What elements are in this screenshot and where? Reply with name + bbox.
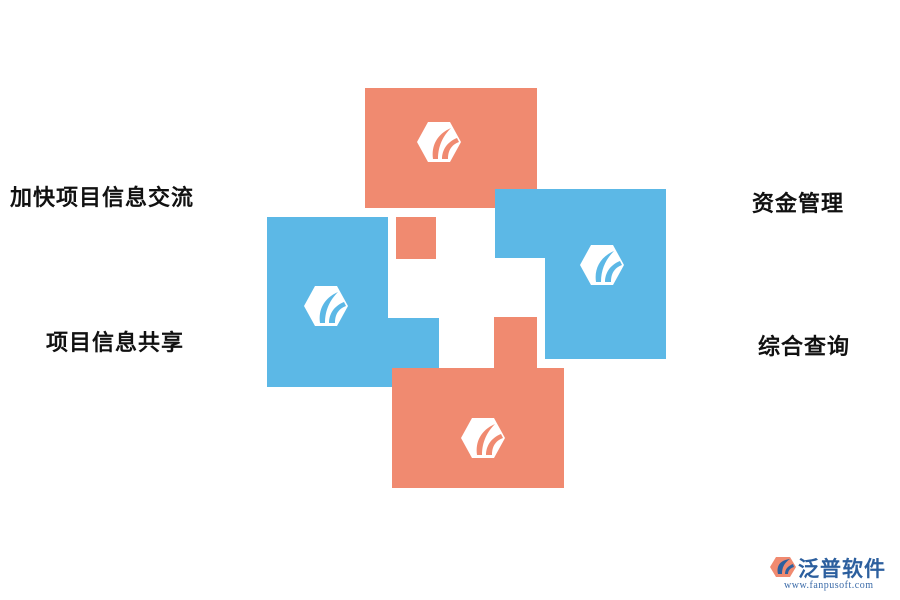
right-blue-block [495,189,666,359]
label-fund-management: 资金管理 [752,192,845,217]
left-blue-block [267,217,439,387]
top-salmon-connector [396,217,436,259]
bottom-salmon-connector [494,317,537,369]
label-speed-up-info-exchange: 加快项目信息交流 [10,186,195,211]
brand-watermark: 泛普软件 www.fanpusoft.com [770,553,895,595]
brand-url: www.fanpusoft.com [784,580,874,591]
fanpu-logo-icon [770,557,796,577]
top-salmon-block [365,88,537,259]
brand-name: 泛普软件 [798,557,886,581]
label-project-info-sharing: 项目信息共享 [46,331,185,356]
bottom-salmon-block [392,317,564,488]
label-comprehensive-query: 综合查询 [758,335,851,360]
